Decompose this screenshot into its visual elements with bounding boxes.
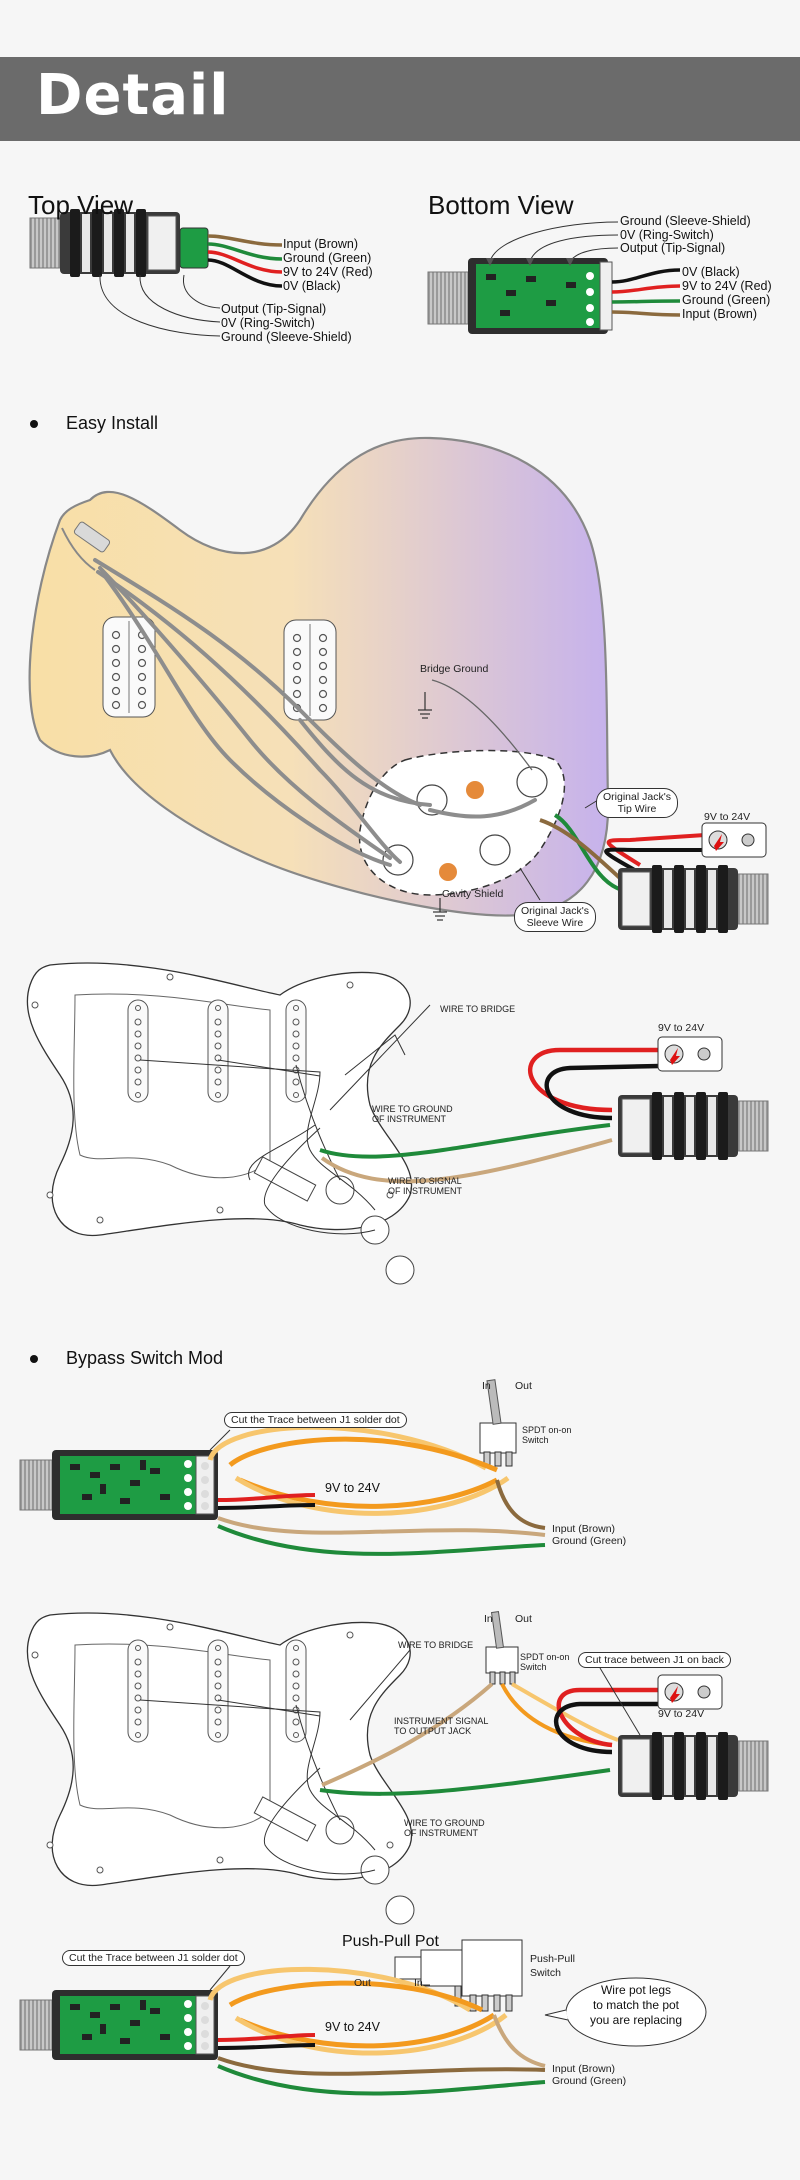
top-view-label-output: Output (Tip-Signal) <box>221 302 327 316</box>
sleeve-wire-callout-line-1: Original Jack's <box>521 905 589 917</box>
mod2-instrument-signal-2: TO OUTPUT JACK <box>394 1726 472 1736</box>
mod2-wire-to-bridge: WIRE TO BRIDGE <box>398 1640 474 1650</box>
mod1-spdt-label-2: Switch <box>522 1435 549 1445</box>
sleeve-wire-callout-line-2: Sleeve Wire <box>526 917 584 929</box>
bullet-bypass-switch-mod <box>30 1355 38 1363</box>
mod1-cut-trace-callout: Cut the Trace between J1 solder dot <box>224 1412 407 1428</box>
section-title-easy-install: Easy Install <box>66 413 159 433</box>
bottom-view-label-output: Output (Tip-Signal) <box>620 241 726 255</box>
mod1-in-label: In <box>482 1380 491 1392</box>
mod1-input-label: Input (Brown) <box>552 1523 616 1535</box>
bottom-view-label-ring: 0V (Ring-Switch) <box>620 228 714 242</box>
mod1-ground-label: Ground (Green) <box>552 1535 627 1547</box>
mod3-push-pull-label-1: Push-Pull <box>530 1953 575 1965</box>
bottom-view-label-power: 9V to 24V (Red) <box>682 279 772 293</box>
mod2-out-label: Out <box>515 1613 532 1625</box>
bridge-ground-label: Bridge Ground <box>420 663 489 675</box>
tip-wire-callout: Original Jack's Tip Wire <box>596 788 678 818</box>
strat1-wire-to-ground-2: OF INSTRUMENT <box>372 1114 446 1124</box>
mod3-push-pull-title: Push-Pull Pot <box>342 1933 439 1950</box>
strat1-wire-to-ground-1: WIRE TO GROUND <box>372 1104 453 1114</box>
mod2-spdt-label-1: SPDT on-on <box>520 1652 570 1662</box>
section-title-bypass-switch-mod: Bypass Switch Mod <box>66 1348 224 1368</box>
mod3-note-line-1: Wire pot legs <box>600 1983 672 1997</box>
mod3-cut-trace-callout: Cut the Trace between J1 solder dot <box>62 1950 245 1966</box>
mod2-in-label: In <box>484 1613 493 1625</box>
bottom-view-label-ground: Ground (Green) <box>682 293 771 307</box>
page-title: Detail <box>36 63 230 128</box>
bottom-view-label-zero-volt: 0V (Black) <box>682 265 740 279</box>
bypass-mod-2-diagram <box>26 1611 769 1925</box>
strat1-battery-label: 9V to 24V <box>658 1022 705 1034</box>
bullet-easy-install <box>30 420 38 428</box>
bypass-mod-3-diagram <box>19 1939 707 2096</box>
strat1-wire-to-bridge: WIRE TO BRIDGE <box>440 1004 516 1014</box>
mod1-spdt-label-1: SPDT on-on <box>522 1425 572 1435</box>
mod2-cut-trace-callout: Cut trace between J1 on back <box>578 1652 731 1668</box>
bottom-view-label-input: Input (Brown) <box>682 307 758 321</box>
bypass-mod-1-diagram <box>19 1379 546 1556</box>
mod3-power-label: 9V to 24V <box>325 2020 380 2034</box>
mod3-input-label: Input (Brown) <box>552 2063 616 2075</box>
top-view-diagram <box>29 208 283 337</box>
mod2-instrument-signal-1: INSTRUMENT SIGNAL <box>394 1716 489 1726</box>
top-view-label-zero-volt: 0V (Black) <box>283 279 341 293</box>
mod3-push-pull-label-2: Switch <box>530 1967 561 1979</box>
bottom-view-label-sleeve: Ground (Sleeve-Shield) <box>620 214 751 228</box>
top-view-label-input: Input (Brown) <box>283 237 359 251</box>
header-banner: Detail <box>0 57 800 141</box>
mod3-out-label: Out <box>354 1977 371 1989</box>
mod1-power-label: 9V to 24V <box>325 1481 380 1495</box>
top-view-label-ground: Ground (Green) <box>283 251 372 265</box>
top-view-label-sleeve: Ground (Sleeve-Shield) <box>221 330 352 344</box>
top-view-label-ring: 0V (Ring-Switch) <box>221 316 315 330</box>
mod3-note-line-2: to match the pot <box>592 1998 680 2012</box>
bottom-view-diagram <box>427 221 681 334</box>
mod2-wire-to-ground-1: WIRE TO GROUND <box>404 1818 485 1828</box>
tip-wire-callout-line-2: Tip Wire <box>617 803 657 815</box>
cavity-shield-label: Cavity Shield <box>442 888 504 900</box>
mod3-ground-label: Ground (Green) <box>552 2075 627 2087</box>
mod2-power-label: 9V to 24V <box>658 1708 705 1720</box>
mod1-out-label: Out <box>515 1380 532 1392</box>
battery-label-les-paul: 9V to 24V <box>704 811 751 823</box>
strat-diagram-1 <box>26 962 769 1285</box>
tip-wire-callout-line-1: Original Jack's <box>603 791 671 803</box>
mod2-spdt-label-2: Switch <box>520 1662 547 1672</box>
strat1-wire-to-signal-2: OF INSTRUMENT <box>388 1186 462 1196</box>
bottom-view-title: Bottom View <box>428 190 574 220</box>
sleeve-wire-callout: Original Jack's Sleeve Wire <box>514 902 596 932</box>
les-paul-diagram <box>28 436 769 934</box>
mod2-wire-to-ground-2: OF INSTRUMENT <box>404 1828 478 1838</box>
strat1-wire-to-signal-1: WIRE TO SIGNAL <box>388 1176 462 1186</box>
top-view-title: Top View <box>28 190 134 220</box>
mod3-note-line-3: you are replacing <box>589 2013 683 2027</box>
mod3-in-label: In <box>414 1977 423 1989</box>
top-view-label-power: 9V to 24V (Red) <box>283 265 373 279</box>
